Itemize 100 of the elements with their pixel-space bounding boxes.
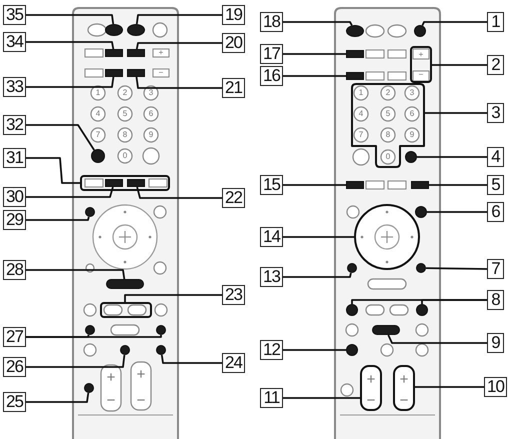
callout-number: 34 xyxy=(3,32,26,52)
callout-number: 8 xyxy=(487,290,504,310)
callout-number: 33 xyxy=(3,77,26,97)
leader-line xyxy=(160,354,222,364)
callout-number: 31 xyxy=(3,148,26,168)
button-marking: − xyxy=(366,392,376,408)
leader-line xyxy=(26,269,126,280)
callout-number: 12 xyxy=(260,340,283,360)
button-marking: + xyxy=(136,366,146,382)
button-marking: 3 xyxy=(148,89,154,97)
button-marking: 9 xyxy=(408,131,416,139)
leader-line xyxy=(283,184,346,186)
leader-line xyxy=(26,354,126,368)
leader-line xyxy=(26,335,162,338)
button-marking: 7 xyxy=(358,131,364,139)
callout-number: 32 xyxy=(3,115,26,135)
button-marking: − xyxy=(418,71,424,79)
rect-button xyxy=(105,69,123,77)
leader-line xyxy=(26,216,90,221)
rect-button xyxy=(127,69,145,77)
button-marking: − xyxy=(398,392,410,408)
leader-line xyxy=(429,184,487,186)
leader-line xyxy=(136,14,222,24)
keypad-outline xyxy=(351,83,425,168)
leader-line xyxy=(283,272,352,278)
callout-number: 25 xyxy=(3,392,26,412)
leader-line xyxy=(26,41,114,50)
callout-number: 7 xyxy=(487,259,504,279)
leader-line xyxy=(283,75,346,77)
callout-number: 14 xyxy=(260,227,283,247)
leader-line xyxy=(26,14,114,24)
button-marking: 4 xyxy=(358,110,364,118)
leader-line xyxy=(427,211,487,213)
button-marking: + xyxy=(366,372,376,386)
leader-line xyxy=(26,186,114,198)
button-group-outline xyxy=(410,46,432,83)
button-marking: 2 xyxy=(384,89,392,97)
callout-number: 2 xyxy=(487,55,504,75)
button-marking: 7 xyxy=(94,131,102,139)
button-marking: 6 xyxy=(148,110,154,118)
button-marking: − xyxy=(136,392,146,408)
leader-line xyxy=(26,392,90,403)
callout-number: 16 xyxy=(260,66,283,86)
button-marking: − xyxy=(158,69,164,77)
button-marking: 5 xyxy=(384,110,392,118)
button-marking: + xyxy=(158,49,164,57)
callout-number: 10 xyxy=(484,377,507,397)
leader-line xyxy=(283,236,354,238)
button-marking: − xyxy=(106,392,116,408)
button-marking: + xyxy=(106,370,116,384)
callout-number: 20 xyxy=(222,33,245,53)
leader-line xyxy=(351,299,487,304)
button-group-outline xyxy=(100,302,152,318)
callout-number: 6 xyxy=(487,202,504,222)
callout-number: 4 xyxy=(487,147,504,167)
callout-number: 27 xyxy=(3,327,26,347)
callout-number: 19 xyxy=(222,5,245,25)
callout-number: 30 xyxy=(3,187,26,207)
leader-line xyxy=(415,386,484,388)
button-marking: 2 xyxy=(122,89,128,97)
rect-button xyxy=(105,179,123,187)
callout-number: 15 xyxy=(260,175,283,195)
button-marking: 8 xyxy=(384,131,392,139)
button-marking: 0 xyxy=(384,153,392,161)
leader-line xyxy=(136,186,222,199)
leader-line xyxy=(26,76,114,88)
leader-line xyxy=(432,64,487,66)
button-marking: + xyxy=(418,51,424,59)
callout-number: 1 xyxy=(487,12,504,32)
leader-line xyxy=(136,42,222,50)
rect-button xyxy=(411,181,429,189)
callout-number: 24 xyxy=(222,353,245,373)
callout-number: 5 xyxy=(487,175,504,195)
callout-number: 21 xyxy=(222,78,245,98)
leader-line xyxy=(387,334,487,344)
pill-button xyxy=(106,279,144,289)
rect-button xyxy=(127,179,145,187)
callout-number: 11 xyxy=(260,388,283,408)
callout-number: 29 xyxy=(3,210,26,230)
leader-line xyxy=(283,53,346,55)
pill-button xyxy=(372,325,400,335)
button-marking: + xyxy=(398,372,410,386)
callout-number: 22 xyxy=(222,188,245,208)
callout-number: 18 xyxy=(260,12,283,32)
button-group-outline xyxy=(393,365,415,411)
leader-line xyxy=(283,21,353,26)
rect-button xyxy=(105,49,123,57)
rect-button xyxy=(346,181,364,189)
callout-number: 23 xyxy=(222,285,245,305)
rect-button xyxy=(127,49,145,57)
callout-number: 28 xyxy=(3,260,26,280)
callout-number: 17 xyxy=(260,44,283,64)
button-marking: 4 xyxy=(94,110,102,118)
leader-line xyxy=(417,156,487,158)
callout-number: 13 xyxy=(260,267,283,287)
leader-line xyxy=(283,397,360,399)
callout-number: 3 xyxy=(487,103,504,123)
button-group-outline xyxy=(360,365,382,411)
rect-button xyxy=(346,50,364,58)
button-marking: 0 xyxy=(122,152,128,160)
